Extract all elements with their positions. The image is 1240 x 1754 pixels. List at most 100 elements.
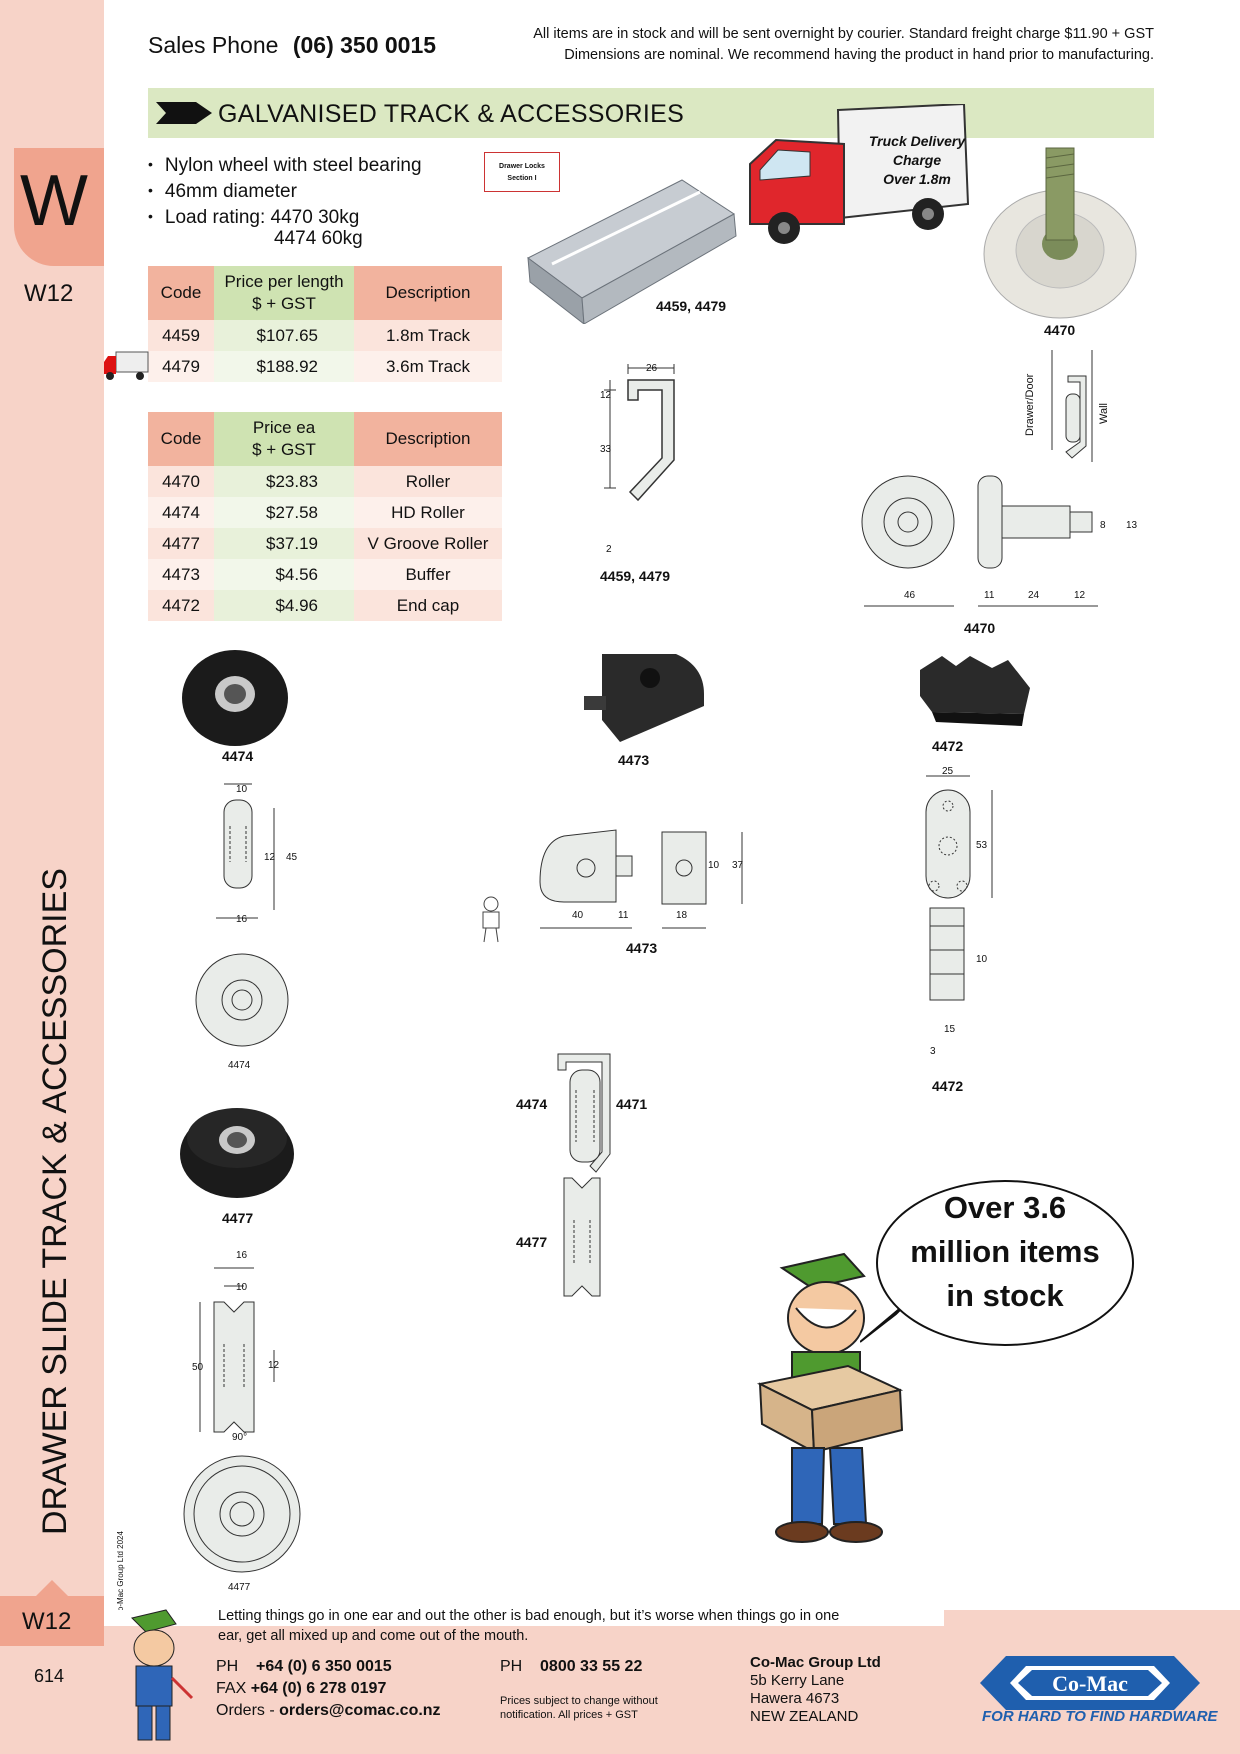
dim-label: 10 [708, 860, 720, 871]
truck-illustration [749, 104, 970, 244]
notice-line-1: All items are in stock and will be sent … [533, 26, 1154, 42]
track-profile-drawing [604, 364, 675, 502]
table-row: 4473 $4.56 Buffer [148, 559, 502, 590]
stock-claim-line: Over 3.6 [943, 1190, 1067, 1225]
roller-drawing-label: 4470 [964, 620, 996, 636]
feature-item: 46mm diameter [148, 178, 422, 204]
badge-line: Drawer Locks [499, 163, 545, 170]
endcap-4472-drawing [925, 775, 993, 1001]
address-line: 5b Kerry Lane [750, 1672, 845, 1689]
table-row: 4470 $23.83 Roller [148, 466, 502, 497]
col-header-code: Code [148, 412, 214, 466]
freephone-value: 0800 33 55 22 [540, 1658, 643, 1675]
footer-mascot-icon [131, 1609, 194, 1741]
mascot-sketch-icon [482, 896, 500, 943]
vertical-title: DRAWER SLIDE TRACK & ACCESSORIES [36, 868, 74, 1535]
dim-label: 53 [976, 840, 988, 851]
fax-label: FAX [216, 1680, 247, 1697]
vgroove-photo-label: 4477 [222, 1210, 254, 1226]
cell-description: Buffer [354, 559, 502, 590]
roller-4470-photo [983, 147, 1137, 319]
cell-description: HD Roller [354, 497, 502, 528]
stock-claim-line: million items [910, 1234, 1100, 1269]
dim-label: 10 [236, 1282, 248, 1293]
roller-price-table: Code Price ea $ + GST Description 4470 $… [148, 412, 502, 621]
vgroove-side-drawing [199, 1267, 275, 1433]
stock-claim: Over 3.6 million items in stock [876, 1186, 1134, 1318]
dim-label: 12 [600, 390, 612, 401]
footer-quote: Letting things go in one ear and out the… [218, 1608, 840, 1644]
cell-code: 4474 [148, 497, 214, 528]
feature-item: Load rating: 4470 30kg [148, 204, 422, 230]
footer-orders: Orders - orders@comac.co.nz [216, 1700, 441, 1722]
hd-roller-front-drawing [195, 953, 289, 1047]
section-title: GALVANISED TRACK & ACCESSORIES [218, 100, 685, 128]
dim-label: 11 [984, 590, 995, 601]
track-drawing-label: 4459, 4479 [600, 568, 671, 584]
table-row: 4459 $107.65 1.8m Track [148, 320, 502, 351]
cell-price: $107.65 [214, 320, 354, 351]
freephone-label: PH [500, 1658, 523, 1675]
cell-price: $27.58 [214, 497, 354, 528]
mounting-diagram [1051, 350, 1093, 462]
dim-label: 26 [646, 363, 658, 374]
section-tab [14, 148, 104, 266]
hd-roller-photo-label: 4474 [222, 748, 254, 764]
table-row: 4474 $27.58 HD Roller [148, 497, 502, 528]
company-address: Co-Mac Group Ltd 5b Kerry Lane Hawera 46… [750, 1654, 881, 1726]
cell-code: 4472 [148, 590, 214, 621]
dim-label: 33 [600, 444, 612, 455]
logo-tagline: FOR HARD TO FIND HARDWARE [982, 1708, 1218, 1725]
truck-icon [104, 351, 149, 380]
fax-value: +64 (0) 6 278 0197 [250, 1680, 387, 1697]
dim-label: 15 [944, 1024, 956, 1035]
dim-label: 46 [904, 590, 916, 601]
mascot-illustration [756, 1252, 904, 1543]
footer-fax: FAX +64 (0) 6 278 0197 [216, 1678, 441, 1700]
col-header-price: Price ea $ + GST [214, 412, 354, 466]
cell-code: 4479 [148, 351, 214, 382]
dim-label: 37 [732, 860, 744, 871]
cell-price: $23.83 [214, 466, 354, 497]
dim-label: 40 [572, 910, 584, 921]
angle-label: 90° [232, 1432, 248, 1443]
endcap-4472-photo [920, 656, 1030, 726]
cell-price: $4.96 [214, 590, 354, 621]
cell-price: $188.92 [214, 351, 354, 382]
col-header-price: Price per length $ + GST [214, 266, 354, 320]
track-price-table: Code Price per length $ + GST Descriptio… [148, 266, 502, 382]
comac-logo: Co-Mac [980, 1656, 1200, 1710]
buffer-4473-drawing [539, 829, 743, 929]
dim-label: 24 [1028, 590, 1040, 601]
endcap-drawing-label: 4472 [932, 1078, 964, 1094]
roller-4470-drawing [861, 475, 1098, 607]
table-header-row: Code Price ea $ + GST Description [148, 412, 502, 466]
stock-claim-line: in stock [946, 1278, 1064, 1313]
speech-bubble [876, 1180, 1134, 1346]
phone-label: PH [216, 1658, 239, 1675]
cell-code: 4459 [148, 320, 214, 351]
phone-value: +64 (0) 6 350 0015 [256, 1658, 392, 1675]
hd-roller-side-drawing [216, 783, 275, 919]
dim-label: 12 [264, 852, 276, 863]
orders-email[interactable]: orders@comac.co.nz [279, 1702, 441, 1719]
feature-list: Nylon wheel with steel bearing 46mm diam… [148, 152, 422, 230]
table-row: 4479 $188.92 3.6m Track [148, 351, 502, 382]
cell-description: Roller [354, 466, 502, 497]
address-line: Hawera 4673 [750, 1690, 840, 1707]
cell-description: End cap [354, 590, 502, 621]
page-number: 614 [34, 1666, 65, 1686]
col-header-description: Description [354, 266, 502, 320]
dim-label: 16 [236, 1250, 248, 1261]
dim-label: 25 [942, 766, 954, 777]
table-row: 4472 $4.96 End cap [148, 590, 502, 621]
dim-label: 11 [618, 910, 629, 921]
track-photo-label: 4459, 4479 [656, 298, 727, 314]
dim-label: 16 [236, 914, 248, 925]
vgroove-front-drawing [183, 1455, 301, 1573]
notice-line-2: Dimensions are nominal. We recommend hav… [564, 47, 1154, 63]
company-name: Co-Mac Group Ltd [750, 1654, 881, 1671]
truck-note-line: Over 1.8m [883, 171, 951, 187]
truck-note-line: Charge [892, 152, 942, 168]
wall-label: Wall [1098, 403, 1110, 424]
